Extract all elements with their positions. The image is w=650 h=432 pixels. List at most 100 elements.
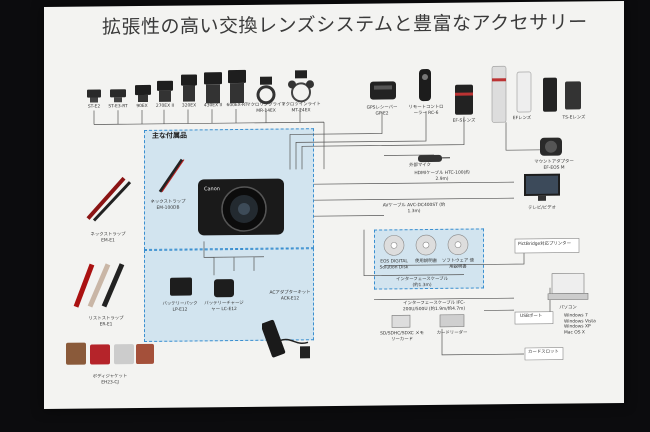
tv-monitor[interactable] <box>522 172 562 208</box>
jacket-icon <box>66 342 154 365</box>
twin-light-icon <box>288 70 314 103</box>
tv-icon <box>524 173 560 201</box>
remote-controller[interactable] <box>416 67 434 107</box>
ef-s-lens-label: EF-Sレンズ <box>452 118 476 124</box>
flash-600ex-rt[interactable] <box>226 67 248 109</box>
av-cable-label: AVケーブル AVC-DC400ST (約1.3m) <box>382 202 446 214</box>
ef-s-lens-small[interactable] <box>452 83 476 121</box>
neck-strap-included-label: ネックストラップ EM-100DB <box>150 199 186 211</box>
sd-card[interactable] <box>390 313 412 333</box>
connection-lines <box>93 108 551 356</box>
battery-pack[interactable] <box>168 275 194 301</box>
presentation-slide: 拡張性の高い交換レンズシステムと豊富なアクセサリー 主な付属品 <box>44 0 624 410</box>
flash-90ex[interactable] <box>132 82 154 108</box>
sd-card-icon <box>391 314 411 328</box>
interface-cable2-label: インターフェースケーブル IFC-200U/500U (約1.9m/約4.7m) <box>402 300 466 312</box>
flash-label: 270EX II <box>155 103 175 109</box>
pc-label: パソコン <box>559 305 577 311</box>
ac-adapter-icon <box>260 319 310 359</box>
os-list: Windows 7 Windows Vista Windows XP Mac O… <box>564 313 596 336</box>
flash-icon <box>204 72 222 104</box>
body-jacket[interactable] <box>62 336 158 375</box>
charger-icon <box>214 279 234 298</box>
ac-adapter-label: ACアダプターキット ACK-E12 <box>269 290 311 302</box>
disc-icon <box>415 234 437 256</box>
cd3-label: ソフトウェア 使用説明書 <box>441 258 475 270</box>
ef-lens-black[interactable] <box>540 76 560 118</box>
mount-adapter[interactable] <box>536 134 566 164</box>
flash-label: 320EX <box>181 103 197 109</box>
pictbridge-label: PictBridge対応プリンター <box>518 241 571 248</box>
lens-icon <box>455 84 473 115</box>
eos-m-camera[interactable]: Canon <box>196 173 286 246</box>
body-jacket-label: ボディジャケット EH23-CJ <box>92 374 128 386</box>
flash-st-e3-rt[interactable] <box>108 86 128 108</box>
flash-icon <box>87 89 101 103</box>
pc-laptop[interactable] <box>546 271 590 307</box>
gps-icon <box>370 81 396 100</box>
cd-solution-disk[interactable] <box>382 233 406 261</box>
macro-ring-lite[interactable] <box>252 75 280 109</box>
flash-icon <box>157 80 173 102</box>
card-reader-label: カードリーダー <box>436 330 468 336</box>
flash-label: マクロツインライト MT-24EX <box>281 102 321 114</box>
charger-label: バッテリーチャージャー LC-E12 <box>204 300 244 312</box>
battery-charger[interactable] <box>212 277 236 303</box>
camera-brand: Canon <box>204 186 220 193</box>
cd2-label: 使用説明書 <box>415 258 437 265</box>
external-mic[interactable] <box>416 149 452 168</box>
lens-icon <box>516 71 532 113</box>
flash-icon <box>110 89 126 103</box>
cd1-label: EOS DIGITAL Solution Disk <box>379 259 409 271</box>
card-slot[interactable]: カードスロット <box>524 346 564 365</box>
usb-port[interactable]: USBポート <box>514 310 554 329</box>
sd-card-label: SD/SDHC/SDXC メモリーカード <box>380 331 424 342</box>
remote-icon <box>419 69 431 102</box>
cd-software-manual[interactable] <box>446 233 470 261</box>
laptop-icon <box>547 273 589 301</box>
interface-cable-label: インターフェースケーブル (約1.3m) <box>396 276 448 288</box>
ts-lens[interactable] <box>562 79 584 117</box>
card-reader[interactable] <box>438 313 466 333</box>
ac-adapter-kit[interactable] <box>260 306 312 367</box>
hdmi-label: HDMIケーブル HTC-100(約2.9m) <box>414 170 470 182</box>
disc-icon <box>447 234 469 256</box>
flash-label: ST-E2 <box>87 104 101 110</box>
macro-twin-lite[interactable] <box>284 68 318 108</box>
card-reader-icon <box>439 314 465 328</box>
flash-270ex-ii[interactable] <box>154 78 176 108</box>
ts-lens-label: TS-Eレンズ <box>562 115 586 121</box>
flash-label: 430EX II <box>203 103 223 109</box>
gps-receiver[interactable] <box>368 77 398 107</box>
flash-icon <box>181 74 197 102</box>
ef-lens-telephoto[interactable] <box>484 64 514 128</box>
remote-label: リモートコントローラー RC-6 <box>408 104 444 116</box>
neck-strap[interactable] <box>84 174 134 229</box>
pictbridge-printer[interactable]: PictBridge対応プリンター <box>514 237 580 258</box>
camera-icon <box>198 178 284 236</box>
lens-icon <box>565 81 581 110</box>
lens-icon <box>491 65 507 123</box>
usb-port-label: USBポート <box>520 313 543 320</box>
gps-label: GPSレシーバー GP-E2 <box>366 105 398 117</box>
printer-box <box>514 238 580 254</box>
ef-lens-zoom[interactable] <box>514 70 534 118</box>
flash-430ex-ii[interactable] <box>202 69 224 109</box>
ring-light-icon <box>256 76 276 105</box>
wrist-strap-label: リストストラップ ER-E1 <box>88 316 124 328</box>
flash-label: マクロリングライト MR-14EX <box>246 102 286 114</box>
mic-icon <box>418 154 450 163</box>
flash-st-e2[interactable] <box>84 86 104 108</box>
flash-320ex[interactable] <box>178 71 200 107</box>
card-slot-box <box>524 347 564 361</box>
neck-strap-included[interactable] <box>156 156 186 200</box>
battery-icon <box>170 277 192 296</box>
strap-icon <box>86 176 132 222</box>
mic-label: 外部マイク <box>409 162 431 169</box>
strap-icon <box>73 263 125 308</box>
adapter-label: マウントアダプター EF-EOS M <box>534 159 574 171</box>
cd-instruction[interactable] <box>414 233 438 261</box>
wrist-strap[interactable] <box>72 258 136 315</box>
adapter-icon <box>540 137 562 156</box>
